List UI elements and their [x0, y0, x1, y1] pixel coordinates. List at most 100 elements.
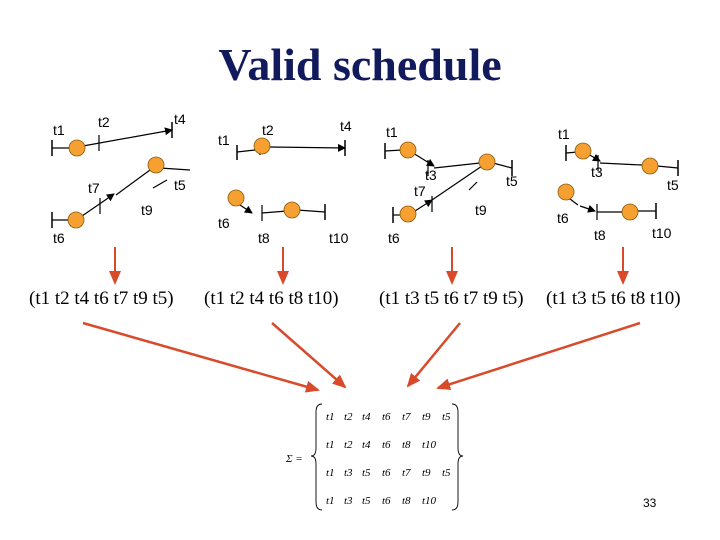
transition-label: t7 [414, 183, 426, 199]
transition-label: t1 [558, 126, 570, 142]
transition-label: t6 [53, 230, 65, 246]
node [227, 189, 245, 207]
converge-arrow [82, 321, 320, 393]
matrix-cell: t6 [382, 467, 391, 479]
transition-label: t9 [475, 202, 487, 218]
matrix-cell: t10 [422, 495, 437, 507]
matrix-cell: t1 [326, 467, 335, 479]
transition-label: t6 [388, 230, 400, 246]
transition-label: t2 [98, 114, 110, 130]
matrix-cell: t7 [402, 411, 411, 423]
page-number: 33 [643, 496, 657, 510]
schedule-1-graph: t1 t2 t4 t7 t5 t9 t6 [51, 111, 191, 246]
matrix-cell: t5 [442, 411, 451, 423]
converge-arrow [271, 322, 347, 389]
node [641, 157, 659, 175]
node [557, 183, 575, 201]
transition-label: t4 [174, 111, 186, 127]
matrix-cell: t5 [362, 467, 371, 479]
matrix-row: t1 t2 t4 t6 t8 t10 [326, 439, 437, 451]
matrix-cell: t3 [344, 495, 353, 507]
matrix-row: t1 t3 t5 t6 t7 t9 t5 [326, 467, 451, 479]
left-brace [310, 403, 323, 511]
matrix-cell: t2 [344, 439, 353, 451]
matrix-cell: t6 [382, 439, 391, 451]
edge [159, 167, 191, 171]
schedule-4-graph: t1 t3 t5 t6 t8 t10 [557, 126, 679, 243]
matrix-cell: t8 [402, 439, 411, 451]
node [147, 156, 165, 174]
schedule-2-graph: t1 t2 t4 t6 t8 t10 [218, 118, 352, 246]
edge [296, 209, 326, 213]
edge [656, 165, 679, 169]
transition-label: t6 [557, 210, 569, 226]
edge [269, 143, 346, 152]
matrix-cell: t6 [382, 411, 391, 423]
transition-label: t3 [591, 164, 603, 180]
transition-label: t8 [594, 227, 606, 243]
node [574, 142, 592, 160]
matrix-cell: t1 [326, 495, 335, 507]
edge [492, 162, 513, 169]
node [67, 211, 85, 229]
matrix-cell: t7 [402, 467, 411, 479]
edge [412, 152, 435, 167]
transition-label: t1 [218, 132, 230, 148]
edge [431, 165, 483, 201]
matrix-cell: t3 [344, 467, 353, 479]
node [283, 201, 301, 219]
node [253, 137, 271, 155]
schedule-3-sequence: (t1 t3 t5 t6 t7 t9 t5) [379, 288, 524, 309]
node [478, 153, 496, 171]
transition-label: t1 [53, 122, 65, 138]
transition-label: t5 [174, 177, 186, 193]
transition-label: t7 [88, 180, 100, 196]
edge [599, 162, 643, 166]
transition-label: t4 [340, 118, 352, 134]
matrix-cell: t4 [362, 439, 371, 451]
transition-label: t3 [425, 167, 437, 183]
transition-label: t10 [329, 230, 349, 246]
matrix-cell: t5 [362, 495, 371, 507]
edge [115, 169, 151, 196]
tick-mark [152, 179, 168, 189]
slide-title: Valid schedule [218, 39, 502, 90]
matrix-cell: t1 [326, 439, 335, 451]
matrix-cell: t9 [422, 411, 431, 423]
edge [82, 127, 173, 147]
converge-arrow [436, 321, 641, 391]
node [621, 203, 639, 221]
node [399, 141, 417, 159]
matrix-cell: t9 [422, 467, 431, 479]
matrix-cell: t10 [422, 439, 437, 451]
matrix-cell: t4 [362, 411, 371, 423]
converge-arrow [406, 322, 461, 388]
edge [414, 199, 433, 212]
matrix-cell: t2 [344, 411, 353, 423]
edge [433, 162, 481, 169]
edge [384, 149, 403, 152]
edge [236, 149, 256, 153]
transition-label: t5 [506, 173, 518, 189]
matrix-cell: t1 [326, 411, 335, 423]
edge [579, 204, 596, 213]
transition-label: t6 [218, 215, 230, 231]
edge [261, 210, 288, 214]
transition-label: t5 [667, 177, 679, 193]
edge [81, 193, 115, 217]
tick-mark [468, 181, 478, 191]
schedule-2-sequence: (t1 t2 t4 t6 t8 t10) [204, 288, 339, 309]
sigma-matrix: Σ = t1 t2 t4 t6 t7 t9 t5 t1 t2 t4 t6 t8 … [285, 403, 464, 511]
transition-label: t1 [386, 124, 398, 140]
transition-label: t8 [258, 230, 270, 246]
matrix-cell: t5 [442, 467, 451, 479]
node [68, 139, 86, 157]
transition-label: t10 [652, 225, 672, 241]
transition-label: t2 [262, 122, 274, 138]
matrix-cell: t6 [382, 495, 391, 507]
schedule-4-sequence: (t1 t3 t5 t6 t8 t10) [546, 288, 681, 309]
matrix-cell: t8 [402, 495, 411, 507]
right-brace [451, 403, 464, 511]
